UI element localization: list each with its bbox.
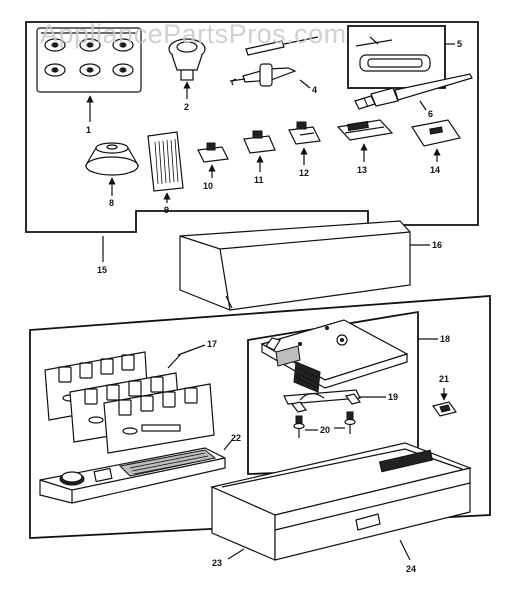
- cam-card-set[interactable]: [44, 351, 215, 454]
- cam-holder-tray[interactable]: [39, 447, 226, 504]
- callout-19: 19: [388, 392, 398, 402]
- callout-4: 4: [312, 85, 317, 95]
- presser-foot-12[interactable]: [288, 121, 321, 145]
- case-label-plate: [378, 449, 434, 473]
- screwdriver[interactable]: [245, 36, 319, 56]
- callout-22: 22: [231, 433, 241, 443]
- callout-13: 13: [357, 165, 367, 175]
- spool-cap[interactable]: [84, 142, 140, 176]
- presser-clip[interactable]: [432, 401, 457, 417]
- needle-plate-assembly[interactable]: [260, 319, 409, 393]
- callout-5: 5: [457, 39, 462, 49]
- buttonhole-foot[interactable]: [336, 119, 394, 141]
- lower-accessory-frame: [29, 295, 491, 539]
- lint-brush[interactable]: [354, 73, 473, 110]
- callout-24: 24: [406, 564, 416, 574]
- cam-card-3[interactable]: [103, 383, 215, 454]
- storage-case[interactable]: [210, 442, 473, 561]
- callout-23: 23: [212, 558, 222, 568]
- accessory-case[interactable]: [347, 25, 446, 89]
- spool-pin[interactable]: [168, 38, 206, 81]
- mounting-screws[interactable]: [293, 411, 356, 438]
- callout-8: 8: [109, 198, 114, 208]
- callout-12: 12: [299, 168, 309, 178]
- callout-18: 18: [440, 334, 450, 344]
- presser-foot-10[interactable]: [197, 142, 229, 163]
- presser-foot-11[interactable]: [243, 130, 276, 154]
- bobbin-box[interactable]: [36, 27, 142, 93]
- callout-6: 6: [428, 109, 433, 119]
- needle-plate-small[interactable]: [411, 119, 461, 147]
- mounting-bracket[interactable]: [283, 389, 362, 413]
- callout-9: 9: [164, 205, 169, 215]
- callout-14: 14: [430, 165, 440, 175]
- callout-21: 21: [439, 374, 449, 384]
- watermark-text: AppliancePartsPros.com: [40, 19, 347, 49]
- callout-15: 15: [97, 265, 107, 275]
- callout-20: 20: [320, 425, 330, 435]
- callout-1: 1: [86, 125, 91, 135]
- callout-11: 11: [254, 175, 264, 185]
- needle-pack[interactable]: [147, 131, 184, 192]
- callout-17: 17: [207, 339, 217, 349]
- callout-2: 2: [184, 102, 189, 112]
- seam-ripper[interactable]: [229, 63, 297, 87]
- callout-10: 10: [203, 181, 213, 191]
- upper-accessory-frame: [25, 21, 479, 233]
- callout-16: 16: [432, 240, 442, 250]
- accessory-cover[interactable]: [179, 220, 411, 311]
